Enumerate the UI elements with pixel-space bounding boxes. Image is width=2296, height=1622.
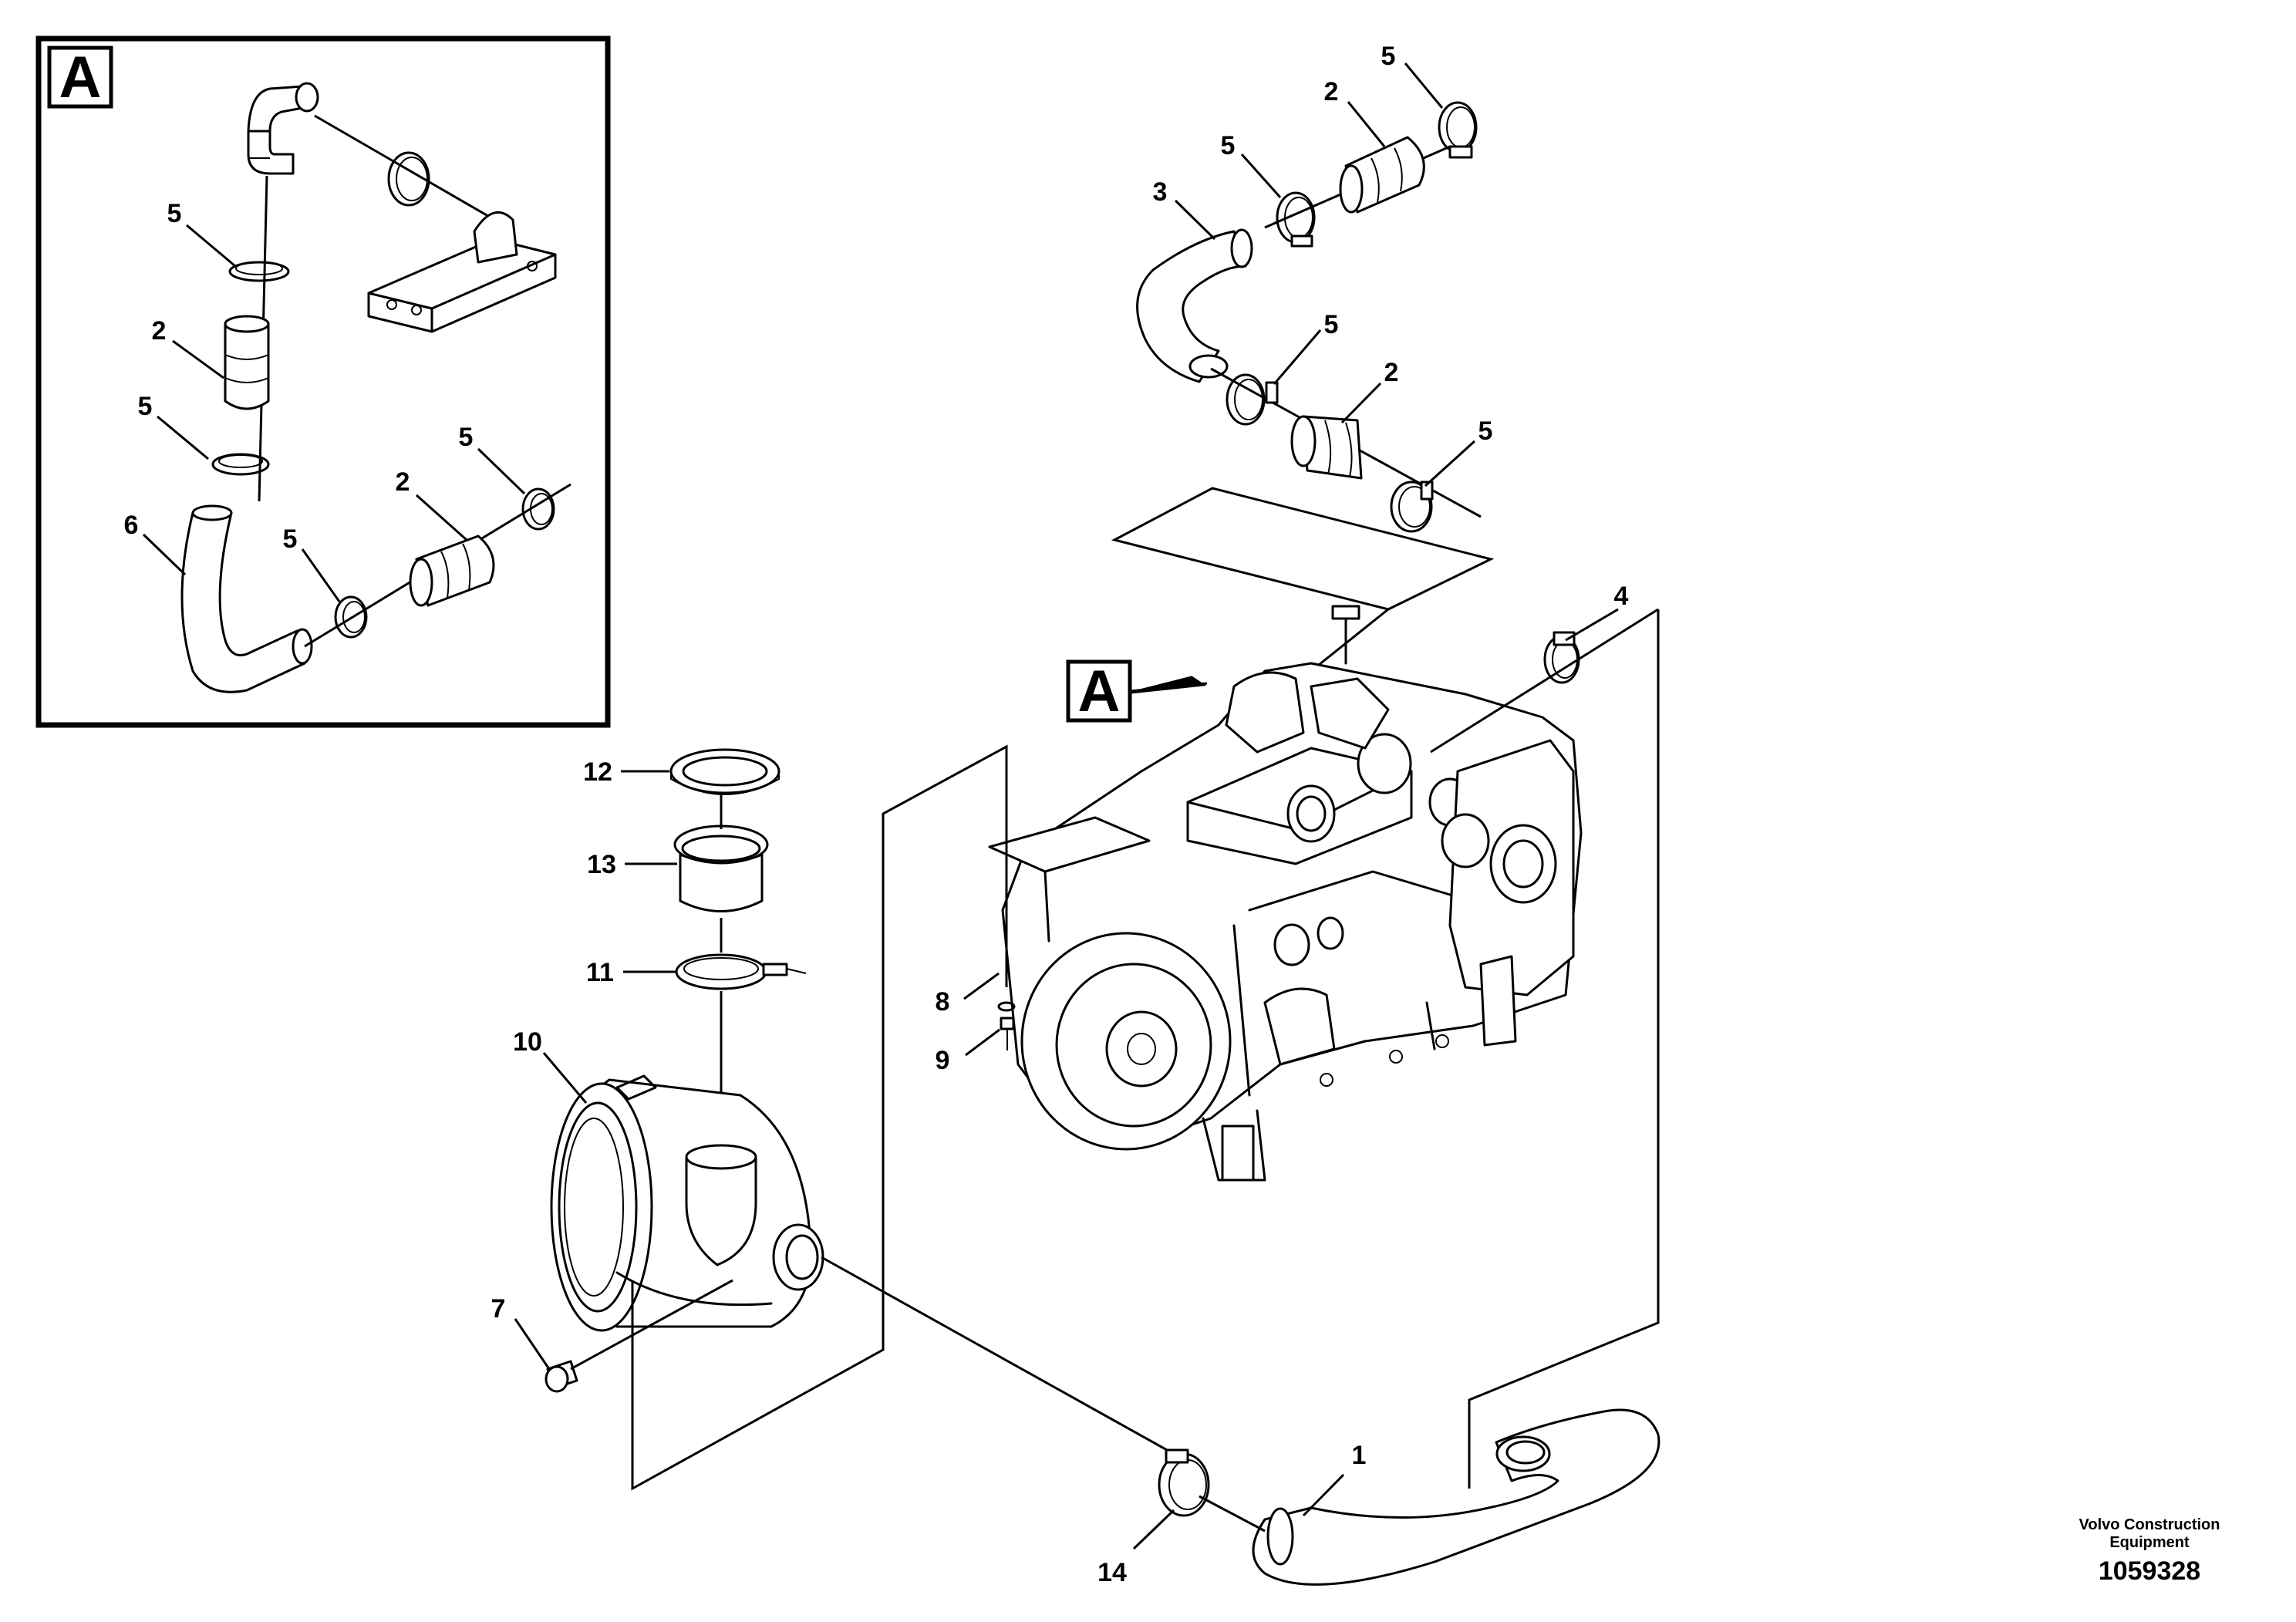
ref-frame-right xyxy=(1468,609,1660,1489)
clamp-left xyxy=(1276,191,1316,248)
brand-line-1: Volvo Construction xyxy=(2079,1516,2220,1533)
bolt-9 xyxy=(1000,1017,1015,1050)
straight-hose-a-lower xyxy=(409,534,495,607)
engine-view-marker: A xyxy=(1066,659,1208,724)
cover-clamp xyxy=(387,151,430,207)
air-cleaner-outlet xyxy=(772,1223,824,1291)
callout-clamp-11: 11 xyxy=(586,958,614,987)
clamp-top xyxy=(1438,101,1478,159)
detail-label-letter: A xyxy=(59,45,102,110)
callout-clamp-right: 5 xyxy=(1478,416,1493,446)
bent-hose-a xyxy=(180,504,313,693)
footer-credit: Volvo Construction Equipment 1059328 xyxy=(2049,1516,2250,1587)
air-cleaner xyxy=(550,1074,824,1332)
brand-line-2: Equipment xyxy=(2109,1534,2190,1551)
clamp-a-mid xyxy=(211,453,270,476)
callout-hose-mid: 2 xyxy=(1384,358,1399,387)
hose-clamp-11 xyxy=(675,953,807,990)
callout-clamp-4: 4 xyxy=(1614,582,1629,611)
callout-clamp-top: 5 xyxy=(1381,42,1396,71)
callout-a-bent-hose: 6 xyxy=(124,511,139,540)
callout-clamp-left: 5 xyxy=(1221,131,1236,160)
ref-frame-left xyxy=(631,744,1008,1491)
callout-bent-hose: 3 xyxy=(1153,177,1168,207)
clamp-14 xyxy=(1158,1448,1210,1517)
callout-sleeve: 13 xyxy=(587,850,616,879)
valve-cover xyxy=(367,211,557,333)
callout-washer: 8 xyxy=(936,987,950,1017)
detail-view-a: A xyxy=(35,35,611,728)
engine-marker-letter: A xyxy=(1078,659,1121,724)
seal-ring xyxy=(669,748,781,795)
clamp-a-low xyxy=(334,595,368,639)
elbow-pipe xyxy=(247,82,319,175)
straight-hose-top xyxy=(1339,136,1425,214)
callout-a-clamp-low: 5 xyxy=(283,524,298,554)
bent-hose-3 xyxy=(1136,228,1253,383)
callout-a-clamp-mid: 5 xyxy=(138,392,153,421)
top-hose-assembly: 5 2 5 3 5 2 5 xyxy=(1111,42,1495,673)
straight-hose-mid xyxy=(1290,415,1363,480)
intake-hose-1 xyxy=(1252,1408,1660,1586)
document-number: 1059328 xyxy=(2098,1556,2201,1586)
clamp-a-right xyxy=(521,487,555,531)
detail-label-box xyxy=(47,46,113,109)
callout-dust-valve: 7 xyxy=(491,1294,506,1324)
engine-assembly xyxy=(988,605,1583,1182)
detail-frame xyxy=(35,35,611,728)
inlet-sleeve xyxy=(673,824,769,912)
dust-valve xyxy=(544,1360,578,1393)
callout-seal-ring: 12 xyxy=(583,757,612,787)
callout-clamp-mid: 5 xyxy=(1324,310,1339,339)
callout-hose-top: 2 xyxy=(1324,77,1339,106)
callout-a-clamp-top: 5 xyxy=(167,199,182,228)
callout-clamp-14: 14 xyxy=(1097,1558,1127,1587)
turbo-inlet xyxy=(1286,784,1336,843)
clamp-4 xyxy=(1543,631,1580,684)
engine-marker-box xyxy=(1066,659,1132,723)
callout-intake-hose: 1 xyxy=(1352,1441,1367,1470)
clamp-right xyxy=(1390,481,1434,533)
callout-a-clamp-right: 5 xyxy=(459,423,474,452)
callout-a-hose-upper: 2 xyxy=(152,316,167,346)
air-cleaner-stack xyxy=(544,744,1188,1491)
callout-bolt: 9 xyxy=(936,1046,950,1075)
clamp-a-top xyxy=(228,261,290,282)
washer-8 xyxy=(997,1001,1016,1012)
clamp-mid xyxy=(1226,373,1279,426)
callout-a-hose-lower: 2 xyxy=(396,467,410,497)
straight-hose-a-upper xyxy=(224,315,270,410)
callout-air-cleaner: 10 xyxy=(513,1027,542,1057)
